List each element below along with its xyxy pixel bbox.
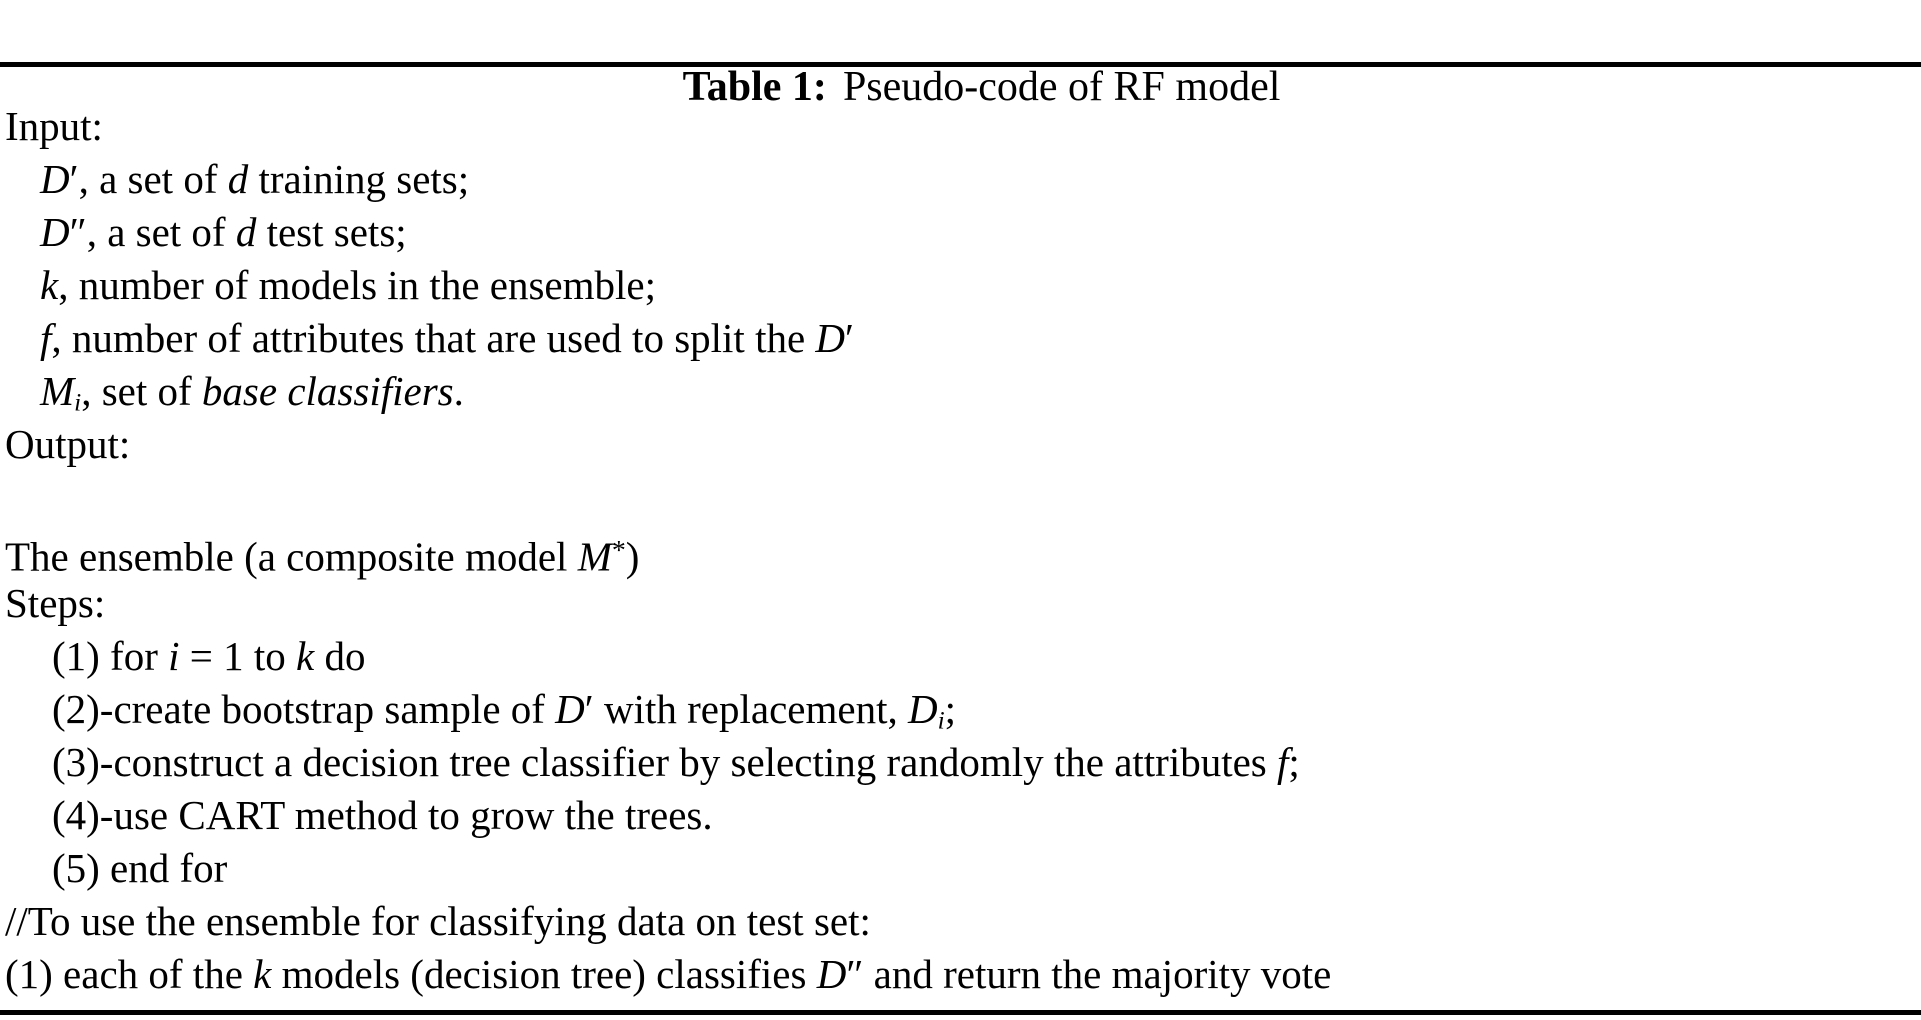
text-segment: ; <box>944 686 957 732</box>
text-segment: models (decision tree) classifies <box>271 951 817 997</box>
math-variable: M <box>577 533 612 580</box>
pseudocode-line: The ensemble (a composite model M*) <box>0 524 1921 580</box>
text-segment: ′ <box>69 156 79 202</box>
pseudocode-line <box>0 471 1921 524</box>
pseudocode-line: D″, a set of d test sets; <box>0 206 1921 259</box>
pseudocode: Input:D′, a set of d training sets;D″, a… <box>0 100 1921 1001</box>
pseudocode-line: D′, a set of d training sets; <box>0 153 1921 206</box>
pseudocode-line: Output: <box>0 418 1921 471</box>
text-segment: ″ <box>846 951 864 997</box>
text-segment: ′ <box>584 686 594 732</box>
text-segment: (2)-create bootstrap sample of <box>52 686 556 732</box>
text-segment: (4)-use CART method to grow the trees. <box>52 792 713 838</box>
top-rule <box>0 62 1921 67</box>
math-variable: D <box>555 686 585 732</box>
pseudocode-line: (2)-create bootstrap sample of D′ with r… <box>0 683 1921 736</box>
text-segment: ″ <box>69 209 87 255</box>
text-segment: (1) each of the <box>5 951 254 997</box>
text-segment: training sets; <box>248 156 470 202</box>
pseudocode-line: Steps: <box>0 577 1921 630</box>
math-variable: D <box>907 686 938 732</box>
text-segment: * <box>611 535 626 566</box>
text-segment: with replacement, <box>593 686 908 732</box>
math-variable: i <box>937 706 945 735</box>
math-variable: i <box>74 388 82 417</box>
text-segment: ; <box>1288 739 1300 785</box>
math-variable: i <box>168 633 180 679</box>
text-segment: do <box>314 633 366 679</box>
text-segment: , number of models in the ensemble; <box>58 262 656 308</box>
pseudocode-line: //To use the ensemble for classifying da… <box>0 895 1921 948</box>
pseudocode-line: f, number of attributes that are used to… <box>0 312 1921 365</box>
pseudocode-line: (5) end for <box>0 842 1921 895</box>
text-segment: ′ <box>845 315 854 361</box>
text-segment: The ensemble (a composite model <box>5 533 578 580</box>
text-segment: , a set of <box>78 156 228 202</box>
text-segment: Steps: <box>5 580 106 626</box>
bottom-rule <box>0 1010 1921 1015</box>
math-variable: f <box>40 315 52 361</box>
math-variable: d <box>227 156 249 202</box>
table-caption: Table 1: Pseudo-code of RF model <box>0 0 1921 174</box>
pseudocode-line: (3)-construct a decision tree classifier… <box>0 736 1921 789</box>
text-segment: test sets; <box>256 209 407 255</box>
text-segment: , number of attributes that are used to … <box>51 315 816 361</box>
math-variable: k <box>253 951 272 997</box>
text-segment: base classifiers <box>201 368 454 414</box>
text-segment: ) <box>625 533 640 580</box>
math-variable: M <box>40 368 75 414</box>
text-segment: . <box>453 368 464 414</box>
math-variable: k <box>40 262 59 308</box>
table-caption-text: Pseudo-code of RF model <box>842 64 1281 110</box>
pseudocode-line: k, number of models in the ensemble; <box>0 259 1921 312</box>
math-variable: D <box>40 156 70 202</box>
text-segment: Input: <box>5 103 103 149</box>
text-segment: //To use the ensemble for classifying da… <box>5 898 871 944</box>
text-segment: (1) for <box>52 633 169 679</box>
math-variable: k <box>296 633 315 679</box>
pseudocode-line: (1) each of the k models (decision tree)… <box>0 948 1921 1001</box>
pseudocode-line: (1) for i = 1 to k do <box>0 630 1921 683</box>
pseudocode-line: (4)-use CART method to grow the trees. <box>0 789 1921 842</box>
math-variable: D <box>40 209 70 255</box>
pseudocode-line: Mi, set of base classifiers. <box>0 365 1921 418</box>
text-segment: (5) end for <box>52 845 228 891</box>
math-variable: f <box>1277 739 1289 785</box>
text-segment: , a set of <box>86 209 236 255</box>
text-segment: Output: <box>5 421 131 467</box>
math-variable: D <box>815 315 846 361</box>
text-segment: (3)-construct a decision tree classifier… <box>52 739 1278 785</box>
table-caption-number: Table 1: <box>682 64 827 110</box>
text-segment: = 1 to <box>179 633 297 679</box>
math-variable: d <box>235 209 257 255</box>
text-segment: , set of <box>81 368 202 414</box>
math-variable: D <box>816 951 847 997</box>
text-segment: and return the majority vote <box>863 951 1332 997</box>
pseudocode-line: Input: <box>0 100 1921 153</box>
